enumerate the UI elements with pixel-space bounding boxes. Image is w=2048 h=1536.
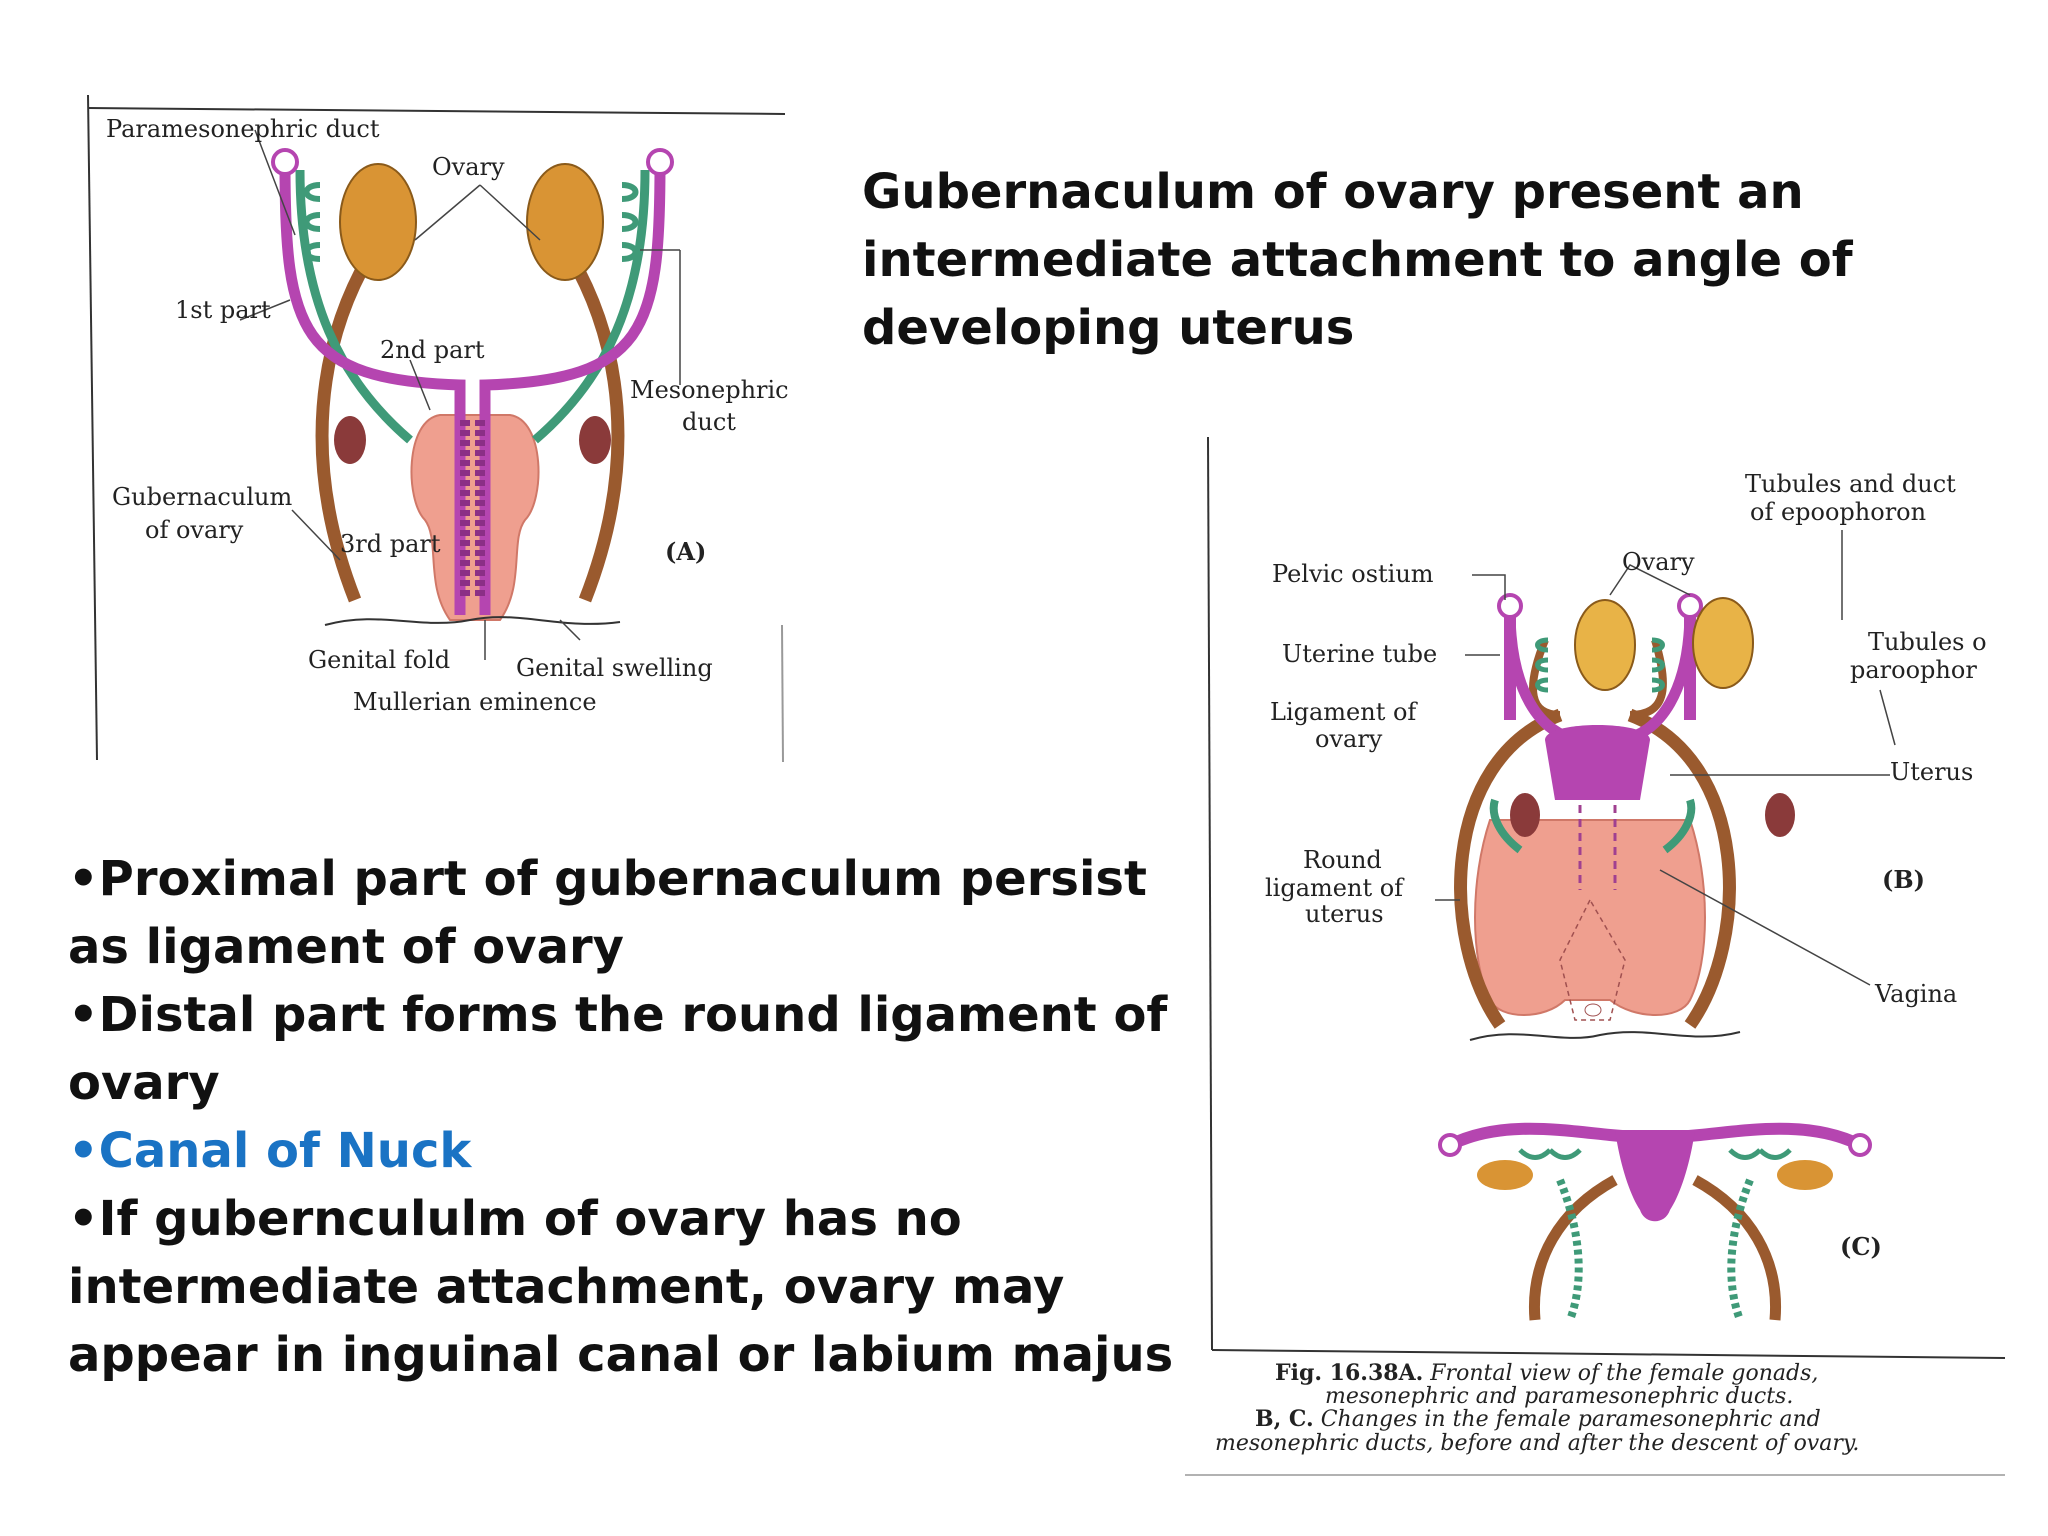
ostium-left-icon — [271, 148, 299, 176]
ostium-right-icon — [646, 148, 674, 176]
label-1st-part: 1st part — [175, 296, 271, 324]
kidney-left — [334, 416, 366, 464]
ovary-b-left — [1574, 599, 1636, 691]
label-panel-c: (C) — [1840, 1232, 1882, 1261]
round-ligament-right — [1627, 708, 1736, 1029]
bullet-item: •If guberncululm of ovary has no interme… — [68, 1191, 1174, 1383]
kidney-b-right — [1765, 793, 1795, 837]
mesonephric-duct-right — [532, 169, 650, 444]
ovary-c-left — [1477, 1160, 1533, 1190]
slide-heading: Gubernaculum of ovary present an interme… — [862, 164, 1853, 356]
mullerian-eminence-shape — [410, 414, 540, 621]
label-ligament-of-ovary-1: Ligament of — [1270, 698, 1418, 726]
pelvic-ostium-right-icon — [1677, 593, 1703, 619]
label-panel-a: (A) — [665, 537, 706, 566]
label-paroophoron-2: paroophor — [1850, 656, 1977, 684]
ovary-left — [339, 163, 417, 281]
label-ovary-b: Ovary — [1622, 548, 1695, 576]
gubernaculum-c — [1528, 1175, 1782, 1321]
caption-line-2: mesonephric and paramesonephric ducts. — [1325, 1384, 1793, 1409]
uterus-fundus — [1545, 725, 1650, 800]
figure-a-border-top — [87, 107, 786, 115]
bullet-list: •Proximal part of gubernaculum persist a… — [68, 845, 1198, 1389]
figure-b-border-bottom — [1211, 1349, 2006, 1359]
ovary-b-right — [1692, 597, 1754, 689]
round-ligament-left — [1454, 708, 1563, 1029]
caption-line-3-text: Changes in the female paramesonephric an… — [1321, 1407, 1821, 1432]
caption-fig-number: Fig. 16.38A. — [1275, 1360, 1423, 1386]
label-uterine-tube: Uterine tube — [1282, 640, 1437, 668]
figure-a-leader-lines — [239, 129, 681, 660]
label-vagina: Vagina — [1874, 980, 1957, 1008]
label-panel-b: (B) — [1882, 865, 1925, 894]
label-round-ligament-1: Round — [1303, 846, 1382, 874]
bullet-item-highlight: •Canal of Nuck — [68, 1123, 472, 1179]
figure-a: Paramesonephric duct Ovary 1st part 2nd … — [87, 94, 789, 763]
mesonephric-c — [1556, 1178, 1754, 1322]
label-genital-swelling: Genital swelling — [516, 654, 713, 682]
gubernaculum-right — [564, 251, 625, 603]
panel-b-ground — [1469, 1031, 1741, 1041]
ligament-of-ovary — [1529, 638, 1667, 719]
bullet-item: •Distal part forms the round ligament of… — [68, 987, 1168, 1111]
epoophoron-tubules-left — [1535, 637, 1549, 693]
uterus-c — [1615, 1130, 1695, 1222]
pelvic-ostium-left-icon — [1497, 593, 1523, 619]
label-2nd-part: 2nd part — [380, 336, 485, 364]
mesonephric-tubules-right — [621, 182, 639, 262]
label-gubernaculum-2: of ovary — [145, 516, 244, 544]
gubernaculum-left — [315, 251, 376, 603]
ostium-c-right-icon — [1848, 1133, 1872, 1157]
label-uterus: Uterus — [1890, 758, 1973, 786]
ovary-c-right — [1777, 1160, 1833, 1190]
bullet-item: •Proximal part of gubernaculum persist a… — [68, 851, 1147, 975]
ostium-c-left-icon — [1438, 1133, 1462, 1157]
caption-line-3: B, C. Changes in the female paramesoneph… — [1255, 1406, 1821, 1432]
figure-b-border-left — [1207, 436, 1213, 1351]
ovary-right — [526, 163, 604, 281]
uterus-vagina-shape — [1474, 819, 1706, 1016]
caption-line-1: Fig. 16.38A. Frontal view of the female … — [1275, 1360, 1818, 1386]
label-mesonephric-duct-2: duct — [682, 408, 736, 436]
label-ligament-of-ovary-2: ovary — [1315, 725, 1383, 753]
mesonephric-tubules-left — [303, 182, 321, 262]
fused-ducts-b — [1578, 805, 1617, 890]
figure-b-c: Tubules and duct of epoophoron Ovary Pel… — [1185, 436, 2006, 1476]
epoophoron-tubules-right — [1651, 637, 1665, 693]
caption-line-1-text: Frontal view of the female gonads, — [1429, 1361, 1818, 1386]
label-epoophoron-1: Tubules and duct — [1745, 470, 1956, 498]
vaginal-opening — [1584, 1003, 1602, 1017]
label-epoophoron-2: of epoophoron — [1750, 498, 1926, 526]
paramesonephric-duct-right — [479, 164, 666, 615]
tubules-c — [1518, 1148, 1792, 1160]
label-mesonephric-duct-1: Mesonephric — [630, 376, 789, 404]
genital-swelling-outline — [324, 616, 621, 626]
label-pelvic-ostium: Pelvic ostium — [1272, 560, 1434, 588]
caption-line-4: mesonephric ducts, before and after the … — [1215, 1431, 1859, 1456]
label-3rd-part: 3rd part — [340, 530, 441, 558]
figure-a-border-left — [87, 94, 98, 761]
label-mullerian-eminence: Mullerian eminence — [353, 688, 597, 716]
mesonephric-duct-left — [295, 169, 413, 444]
figure-b-leader-lines — [1435, 530, 1896, 986]
label-ovary-a: Ovary — [432, 153, 505, 181]
label-round-ligament-3: uterus — [1305, 900, 1384, 928]
figure-a-border-right — [781, 624, 784, 763]
label-genital-fold: Genital fold — [308, 646, 450, 674]
fused-duct-segments — [460, 420, 485, 600]
kidney-right — [579, 416, 611, 464]
mesonephric-remnant-green — [1489, 798, 1696, 854]
label-round-ligament-2: ligament of — [1265, 874, 1405, 902]
vaginal-plate — [1559, 898, 1626, 1021]
label-paramesonephric-duct: Paramesonephric duct — [106, 115, 380, 143]
kidney-b-left — [1510, 793, 1540, 837]
caption-bc-label: B, C. — [1255, 1406, 1314, 1432]
label-paroophoron-1: Tubules o — [1868, 628, 1987, 656]
label-gubernaculum-1: Gubernaculum — [112, 483, 292, 511]
